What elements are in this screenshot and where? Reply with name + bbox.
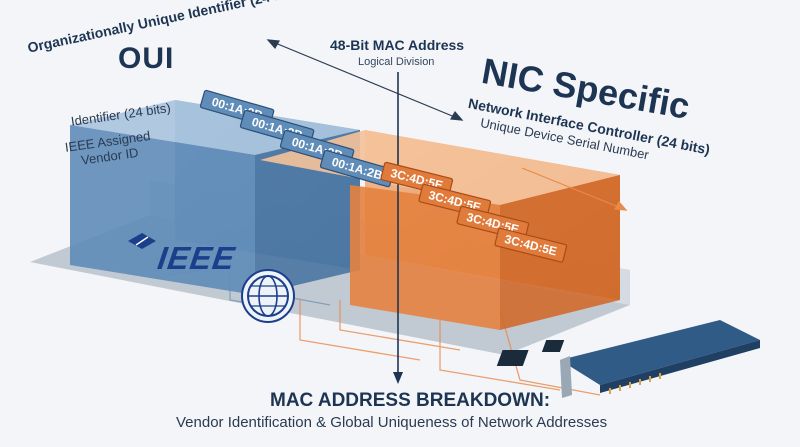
oui-title: OUI	[118, 42, 175, 75]
circuit-traces	[299, 300, 601, 396]
center-subtitle: Logical Division	[358, 56, 435, 68]
center-title: 48-Bit MAC Address	[330, 37, 465, 53]
network-card-icon	[496, 320, 760, 398]
division-arrow-icon	[393, 372, 403, 384]
footer-title: MAC ADDRESS BREAKDOWN:	[270, 390, 551, 411]
span-arrows	[266, 39, 628, 211]
ieee-diamond-icon	[128, 233, 156, 249]
ieee-logo: IEEE	[155, 240, 238, 276]
footer-subtitle: Vendor Identification & Global Uniquenes…	[176, 414, 608, 431]
globe-icon	[241, 269, 295, 323]
